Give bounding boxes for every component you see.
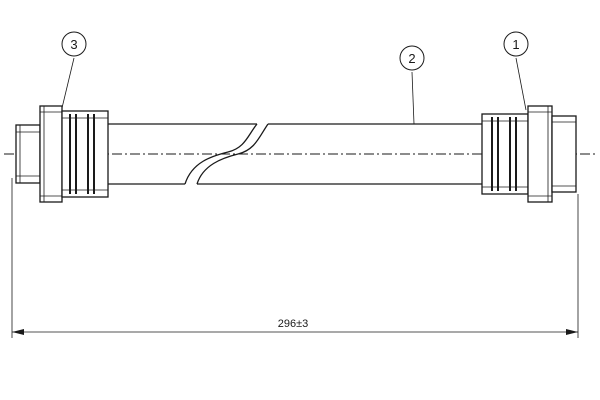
callout-1: 1 [503,31,529,111]
dimension-label: 296±3 [278,318,309,330]
hose-break-line [196,123,269,185]
left-ferrule [61,110,109,198]
callout-label: 3 [70,37,77,52]
right-hex-nut [527,105,553,203]
leader-line [61,57,75,109]
hose-body [108,123,482,185]
callout-3: 3 [61,31,87,109]
arrowhead-left [12,329,24,335]
length-dimension: 296±3 [11,178,579,338]
callout-label: 1 [512,37,519,52]
left-hex-nut [39,105,63,203]
right-ferrule [481,113,529,195]
callout-label: 2 [408,51,415,66]
leader-line [515,57,527,111]
callout-2: 2 [399,45,425,125]
callout-circle [61,31,87,57]
callout-circle [503,31,529,57]
right-fitting [481,105,577,203]
right-spigot [551,115,577,193]
callout-circle [399,45,425,71]
left-fitting [15,105,109,203]
arrowhead-right [566,329,578,335]
hose-break-line [184,123,258,185]
leader-line [411,71,415,125]
